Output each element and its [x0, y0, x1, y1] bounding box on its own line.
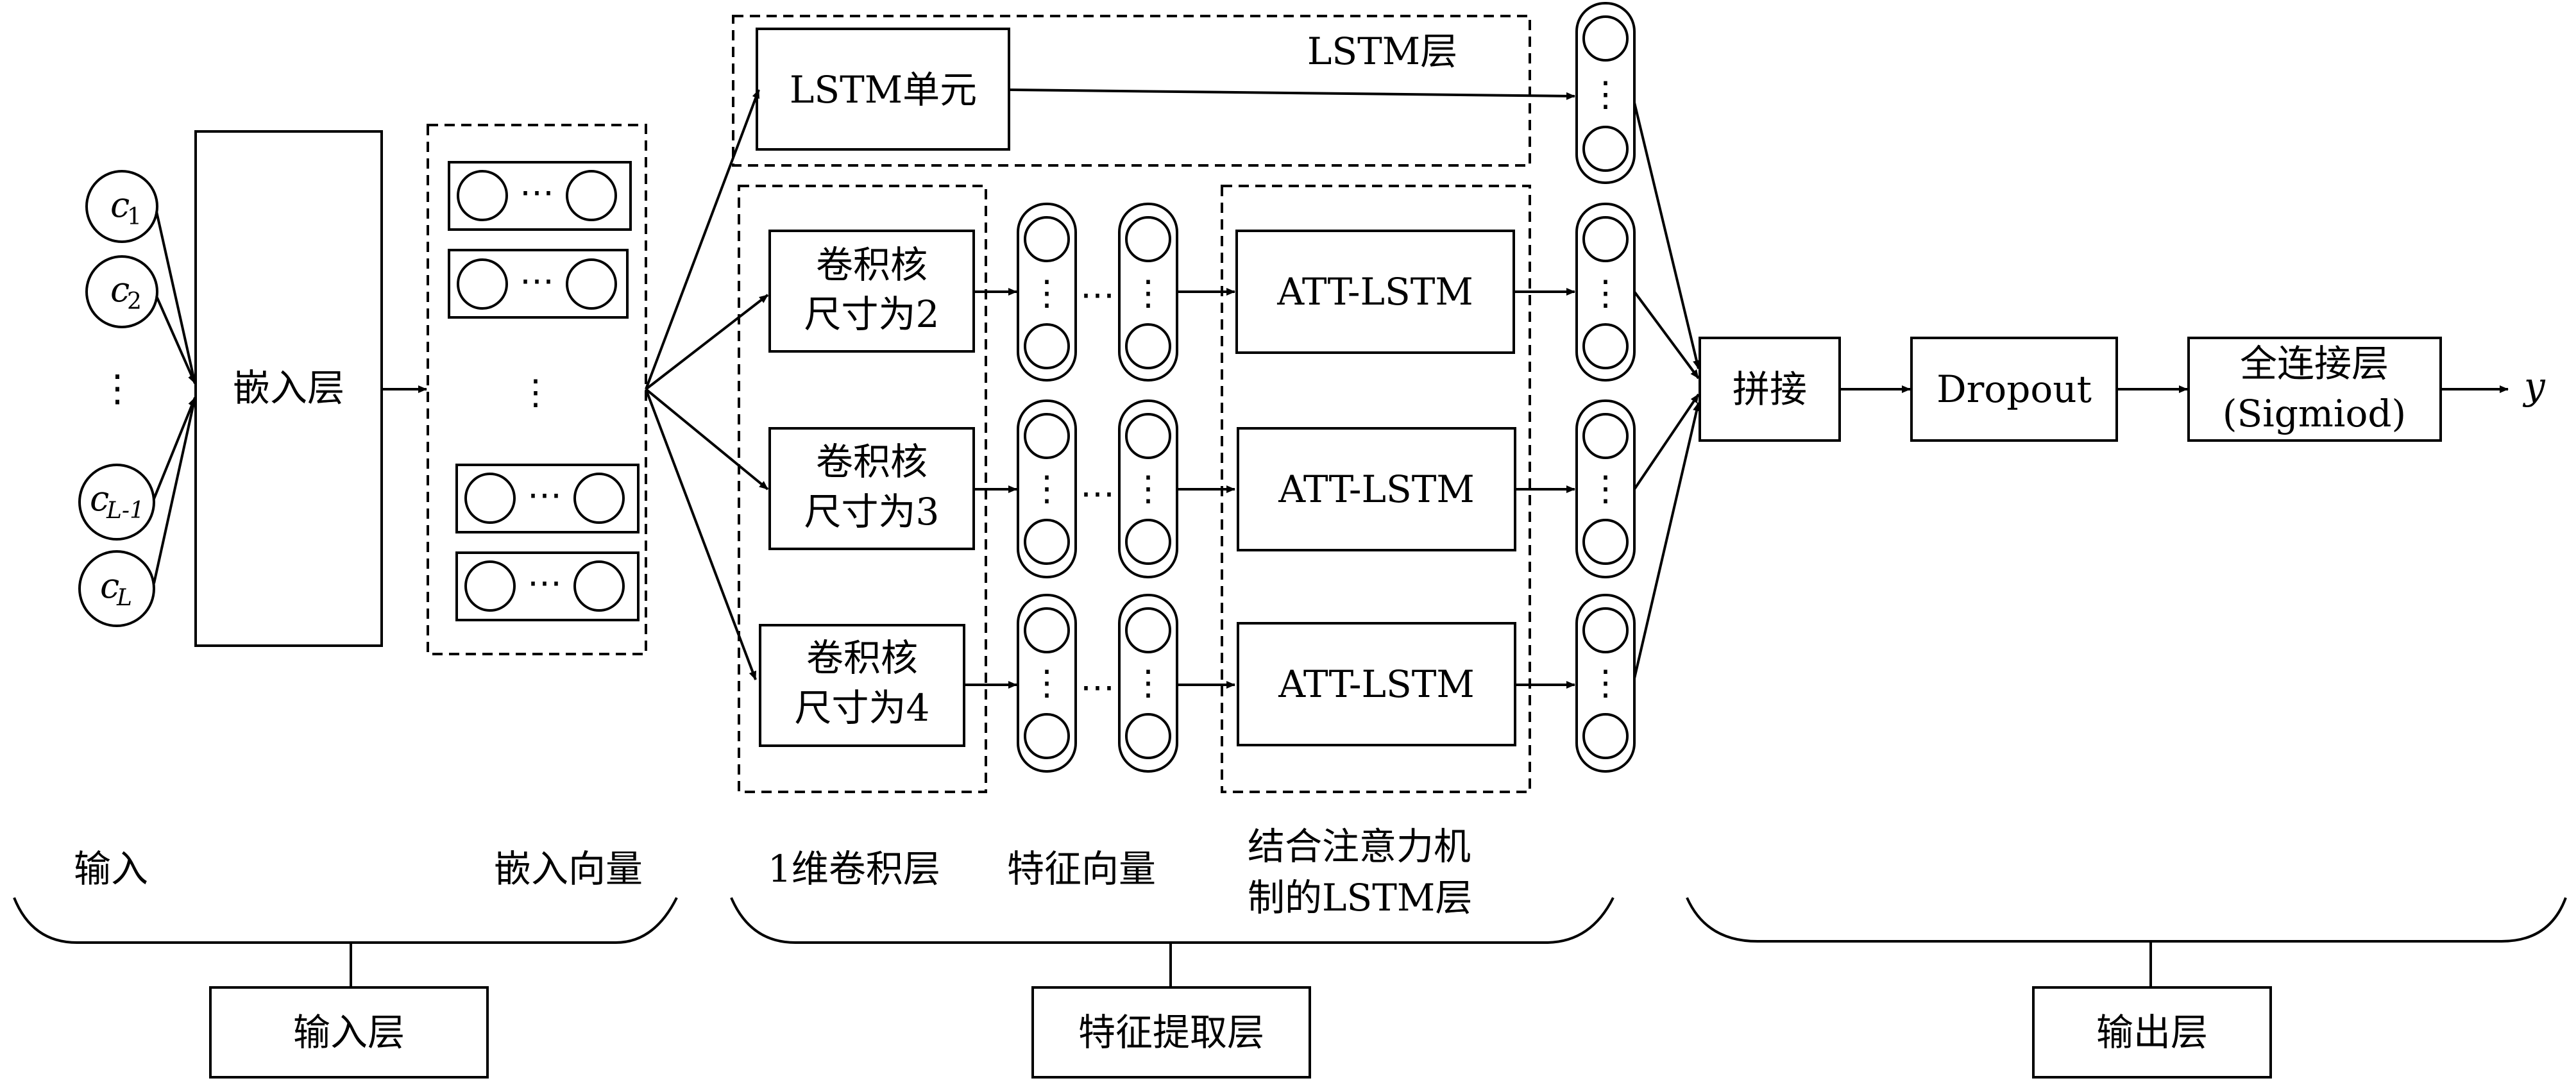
- embed-row-dots: ⋯: [520, 172, 554, 212]
- input-sub-l: L: [116, 585, 132, 611]
- input-sub-2: 2: [127, 289, 142, 315]
- conv-arrows: [964, 288, 1017, 689]
- capsule-vdots: ⋮: [1131, 273, 1165, 313]
- input-layer-label-box: [209, 986, 489, 1079]
- caption-att-line2: 制的LSTM层: [1248, 876, 1472, 919]
- lstm-layer-group: [732, 15, 1531, 167]
- dropout-label: Dropout: [1936, 367, 2092, 411]
- output-y: y: [2522, 364, 2546, 408]
- conv-k4-line1: 卷积核: [806, 636, 918, 680]
- att-labels: ATT-LSTM ATT-LSTM ATT-LSTM: [1276, 270, 1475, 706]
- input-sub-1: 1: [127, 204, 142, 230]
- att-lstm-label-1: ATT-LSTM: [1276, 270, 1473, 314]
- output-capsule-lstm: [1575, 2, 1636, 184]
- embed-vector-1: [448, 161, 632, 231]
- caption-att-line1: 结合注意力机: [1248, 825, 1471, 868]
- input-sub-l-1: L-1: [106, 498, 144, 524]
- output-capsule-3: [1575, 594, 1636, 773]
- feature-capsule: [1017, 203, 1077, 382]
- feature-capsule: [1017, 399, 1077, 578]
- embedding-vectors: [448, 161, 640, 621]
- captions: 输入 嵌入向量 1维卷积层 特征向量 结合注意力机 制的LSTM层: [74, 825, 1472, 919]
- input-node-c1: [85, 170, 158, 243]
- input-c: c: [110, 185, 130, 225]
- capsule-vdots: ⋮: [1588, 662, 1623, 703]
- capsule-vdots: ⋮: [1131, 468, 1165, 508]
- att-lstm-layer-group: [1221, 185, 1531, 793]
- group-input-layer: 输入层: [293, 1011, 405, 1054]
- braces: [13, 897, 2567, 986]
- embed-row-dots: ⋯: [527, 562, 562, 603]
- input-layer-brace: [13, 897, 678, 944]
- capsule-vdots: ⋮: [1131, 662, 1165, 703]
- lstm-unit-label: LSTM单元: [790, 68, 977, 112]
- conv-k4-line2: 尺寸为4: [795, 686, 930, 730]
- conv-labels: 卷积核 尺寸为2 卷积核 尺寸为3 卷积核 尺寸为4: [795, 243, 940, 730]
- conv-k2-line1: 卷积核: [816, 243, 928, 287]
- concat-arrows: [1633, 102, 1700, 679]
- output-capsules: [1575, 2, 1636, 773]
- input-labels: c 1 c 2 c L-1 c L: [90, 185, 144, 611]
- feature-hdots: ⋯: [1080, 473, 1115, 514]
- embedding-layer-label: 嵌入层: [233, 366, 344, 410]
- output-layer-label-box: [2032, 986, 2272, 1079]
- group-output-layer: 输出层: [2096, 1011, 2208, 1054]
- concat-label: 拼接: [1733, 367, 1807, 411]
- caption-feature-vector: 特征向量: [1007, 847, 1156, 891]
- embed-vector-3: [455, 464, 640, 533]
- att-lstm-label-3: ATT-LSTM: [1278, 662, 1475, 706]
- capsule-vdots: ⋮: [1588, 468, 1623, 508]
- embed-vector-4: [455, 551, 640, 621]
- group-feature-layer: 特征提取层: [1078, 1011, 1264, 1054]
- input-c: c: [100, 566, 119, 606]
- lstm-layer-label: LSTM层: [1307, 29, 1457, 73]
- embed-col-dots: ⋮: [518, 372, 553, 412]
- conv-k3-line1: 卷积核: [816, 440, 928, 483]
- capsule-vdots: ⋮: [1030, 273, 1064, 313]
- embed-dots: ⋯ ⋯ ⋯ ⋯ ⋮: [518, 172, 562, 603]
- lstm-unit-box: [756, 28, 1010, 151]
- embedding-vectors-group: [427, 124, 647, 655]
- feature-capsule: [1017, 594, 1077, 773]
- input-node-cl: [78, 550, 155, 627]
- att-lstm-label-2: ATT-LSTM: [1278, 467, 1475, 511]
- conv-k3-line2: 尺寸为3: [804, 490, 940, 533]
- embed-row-dots: ⋯: [520, 260, 554, 301]
- input-c: c: [110, 269, 130, 310]
- input-arrows: [153, 211, 198, 584]
- fc-label-line2: (Sigmiod): [2223, 392, 2406, 435]
- output-layer-brace: [1686, 897, 2567, 943]
- feature-layer-brace: [730, 897, 1614, 944]
- embed-vector-2: [448, 249, 629, 319]
- feature-capsule: [1118, 594, 1178, 773]
- feature-arrows: [1177, 288, 1235, 689]
- embed-row-dots: ⋯: [527, 474, 562, 515]
- capsule-vdots: ⋮: [1588, 74, 1623, 114]
- caption-input: 输入: [74, 847, 148, 891]
- input-c: c: [90, 478, 109, 519]
- fanout-arrows: [645, 89, 769, 680]
- caption-conv1d: 1维卷积层: [768, 847, 940, 891]
- feature-dots: ⋮ ⋮ ⋯ ⋮ ⋮ ⋯ ⋮ ⋮ ⋯ ⋮ ⋮ ⋮ ⋮: [1030, 74, 1623, 707]
- feature-vectors: [1017, 203, 1178, 773]
- caption-embed-vector: 嵌入向量: [494, 847, 643, 891]
- fc-label-line1: 全连接层: [2240, 342, 2389, 385]
- lstm-output-arrow: [1008, 88, 1575, 100]
- capsule-vdots: ⋮: [1588, 273, 1623, 313]
- input-node-c2: [85, 255, 158, 328]
- att-arrows: [1514, 288, 1575, 689]
- conv-k2-line2: 尺寸为2: [804, 292, 940, 336]
- input-vdots: ⋮: [99, 366, 136, 410]
- conv1d-layer-group: [738, 185, 987, 793]
- input-node-cl-1: [78, 464, 155, 541]
- feature-hdots: ⋯: [1080, 274, 1115, 315]
- group-labels: 输入层 特征提取层 输出层: [293, 1011, 2208, 1054]
- feature-layer-label-box: [1031, 986, 1311, 1079]
- capsule-vdots: ⋮: [1030, 662, 1064, 703]
- capsule-vdots: ⋮: [1030, 468, 1064, 508]
- input-nodes: [78, 170, 158, 627]
- feature-hdots: ⋯: [1080, 667, 1115, 707]
